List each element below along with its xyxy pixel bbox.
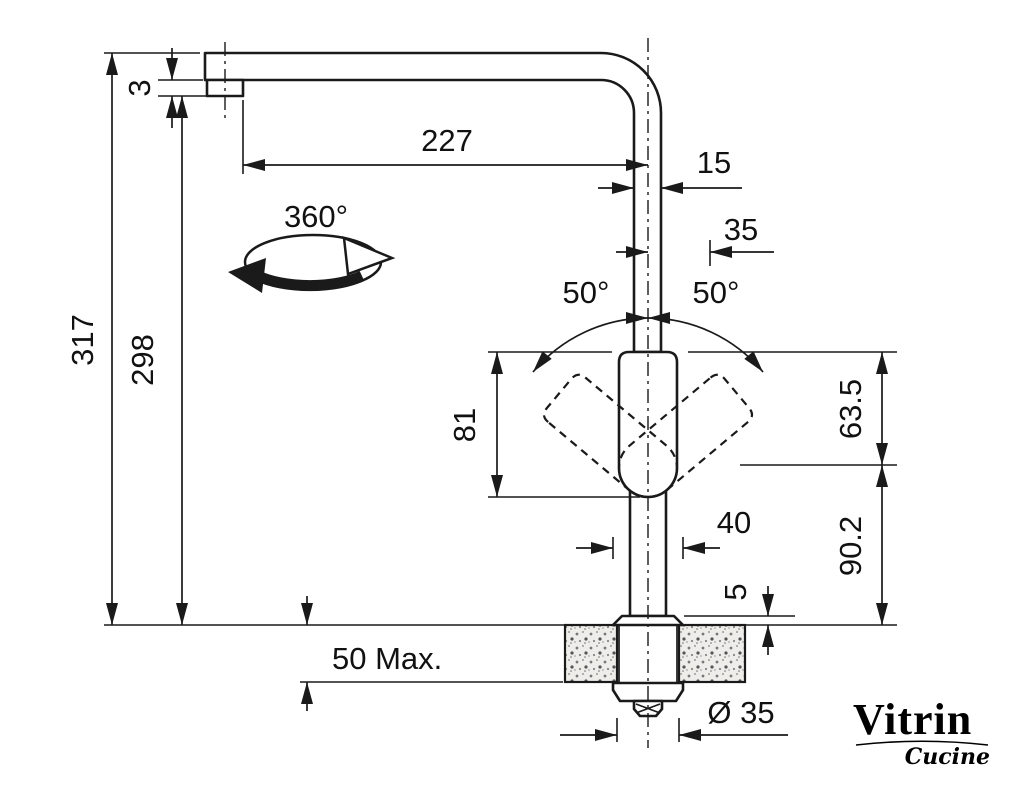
dim-flange-height-label: 5 xyxy=(718,583,753,600)
dim-rotation-label: 360° xyxy=(284,199,348,234)
dim-handle-width-label: 35 xyxy=(724,212,758,247)
dim-hole-diameter: Ø 35 xyxy=(560,695,788,742)
dim-total-height: 317 xyxy=(65,52,200,625)
brand-logo: Vitrin Cucine xyxy=(853,695,990,770)
base-flange xyxy=(611,614,685,627)
brand-tagline-text: Cucine xyxy=(905,744,990,770)
dim-outlet-tip-label: 3 xyxy=(122,79,157,96)
handle-swung-right xyxy=(617,373,754,499)
dim-handle-length: 81 xyxy=(447,351,640,498)
dim-handle-top-offset-label: 63.5 xyxy=(833,379,868,439)
dim-handle-top-offset: 63.5 xyxy=(688,351,897,466)
logo-underline xyxy=(855,740,989,746)
dim-hole-diameter-label: Ø 35 xyxy=(707,695,774,730)
swing-arc-left xyxy=(532,312,649,373)
dim-tube-width: 15 xyxy=(598,145,742,194)
dim-base-width: 40 xyxy=(576,505,751,559)
countertop-section xyxy=(104,623,897,684)
dim-counter-thickness-label: 50 Max. xyxy=(332,641,442,676)
dim-spout-reach: 227 xyxy=(242,100,648,174)
dim-swing-left-label: 50° xyxy=(563,275,610,310)
counter-right-block xyxy=(677,623,747,684)
dim-outlet-height: 298 xyxy=(125,95,206,625)
dim-outlet-height-label: 298 xyxy=(125,334,160,386)
thread-mark xyxy=(635,703,661,714)
rotation-360-icon: 360° xyxy=(228,199,396,293)
dim-body-height-label: 90.2 xyxy=(833,516,868,576)
rotation-arrowhead-black xyxy=(228,258,266,293)
dim-tube-width-label: 15 xyxy=(697,145,731,180)
handle-swung-left xyxy=(542,373,679,499)
rotation-ribbon xyxy=(255,270,365,292)
counter-left-block xyxy=(563,623,619,684)
dim-handle-width: 35 xyxy=(616,212,774,266)
dim-spout-reach-label: 227 xyxy=(421,123,473,158)
swing-arc-right xyxy=(647,312,764,373)
dim-handle-length-label: 81 xyxy=(447,408,482,442)
spout-arm xyxy=(203,51,663,354)
brand-name-text: Vitrin xyxy=(853,695,972,744)
dim-total-height-label: 317 xyxy=(65,314,100,366)
dim-flange-height: 5 xyxy=(684,583,795,655)
dim-handle-swing: 50° 50° xyxy=(532,275,764,373)
dim-outlet-tip: 3 xyxy=(122,48,203,128)
dim-base-width-label: 40 xyxy=(717,505,751,540)
faucet-body xyxy=(203,51,754,718)
dim-body-height: 90.2 xyxy=(833,465,888,625)
rotation-arrowhead-white xyxy=(342,236,396,276)
dim-swing-right-label: 50° xyxy=(693,275,740,310)
dim-counter-thickness: 50 Max. xyxy=(301,596,442,711)
